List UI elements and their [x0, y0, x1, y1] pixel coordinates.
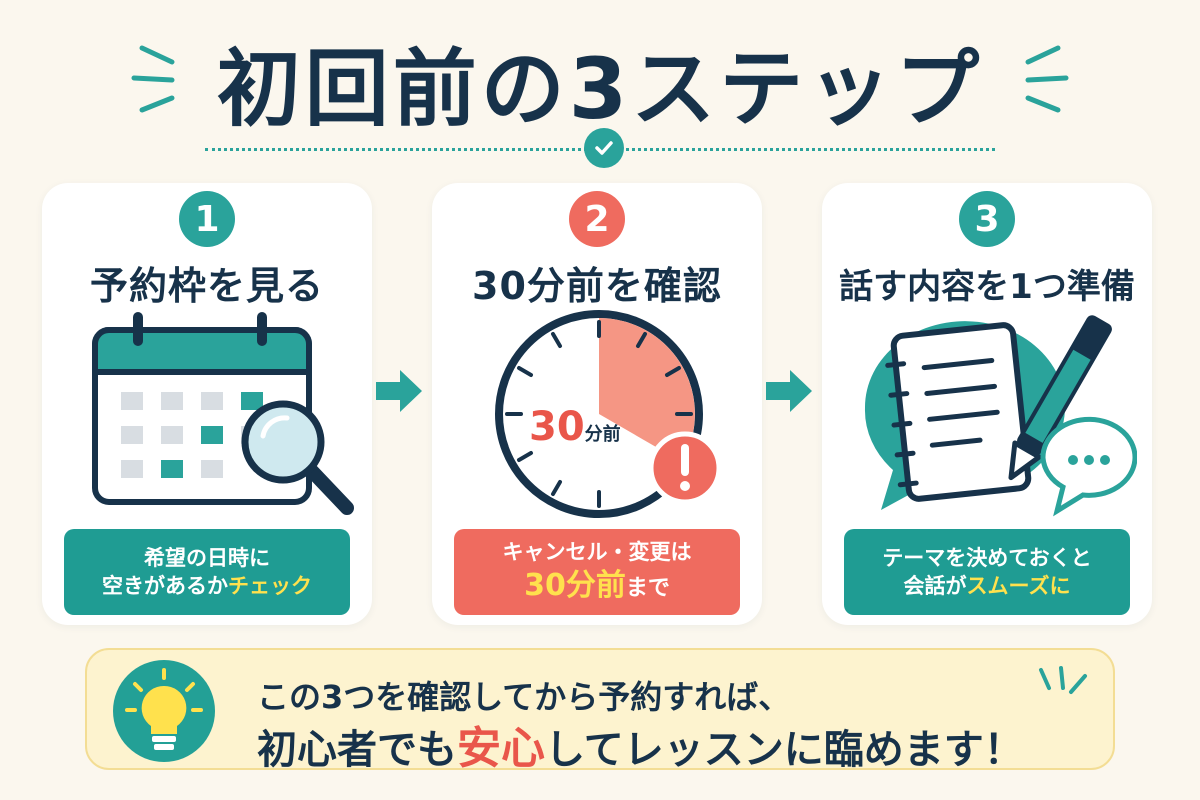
- banner-text: 会話が: [903, 574, 967, 598]
- step-number-badge: 1: [179, 191, 235, 247]
- banner-line: キャンセル・変更は: [502, 539, 692, 564]
- step-title: 話す内容を1つ準備: [839, 267, 1135, 307]
- step-card-1: 1 予約枠を見る 希望の日時に 空きがあるかチェック: [42, 183, 372, 625]
- clock-alert-illustration: 30分前: [447, 308, 747, 533]
- tip-box: この3つを確認してから予約すれば、 初心者でも安心してレッスンに臨めます！: [85, 648, 1115, 774]
- sparkle-right-icon: [1025, 45, 1069, 113]
- lightbulb-icon-background: [113, 660, 215, 762]
- clock-label: 30分前: [529, 404, 621, 450]
- banner-line: 会話がスムーズに: [904, 572, 1071, 600]
- step-card-3: 3 話す内容を1つ準備 テーマを決めておくと 会話がスムーズに: [822, 183, 1152, 625]
- banner-highlight: 30分前: [524, 567, 626, 603]
- page-title: 初回前の3ステップ: [216, 40, 984, 138]
- step-2-banner: キャンセル・変更は 30分前まで: [454, 529, 740, 615]
- step-card-2: 2 30分前を確認 30分前 キャンセル: [432, 183, 762, 625]
- tip-text: してレッスンに臨めます！: [545, 727, 1024, 773]
- notebook-pen-icon: [864, 315, 1137, 517]
- step-1-banner: 希望の日時に 空きがあるかチェック: [64, 529, 350, 615]
- banner-text: まで: [625, 575, 670, 601]
- banner-text: 空きがあるか: [102, 574, 228, 598]
- tip-line-1: この3つを確認してから予約すれば、: [257, 678, 791, 716]
- step-number-badge: 2: [569, 191, 625, 247]
- banner-line: 希望の日時に: [144, 545, 270, 570]
- sparkle-left-icon: [131, 45, 175, 113]
- tip-line-2: 初心者でも安心してレッスンに臨めます！: [257, 712, 1024, 776]
- arrow-right-icon: [376, 370, 422, 412]
- banner-line: テーマを決めておくと: [882, 545, 1092, 570]
- banner-line: 空きがあるかチェック: [102, 572, 312, 600]
- check-icon: [584, 128, 624, 168]
- sparkle-icon: [1039, 666, 1087, 694]
- clock-alert-icon: [495, 310, 722, 518]
- lightbulb-icon: [125, 668, 203, 750]
- step-3-banner: テーマを決めておくと 会話がスムーズに: [844, 529, 1130, 615]
- calendar-magnifier-icon: [92, 312, 354, 515]
- step-number-badge: 3: [959, 191, 1015, 247]
- banner-highlight: スムーズに: [966, 574, 1071, 598]
- step-title: 30分前を確認: [472, 264, 722, 308]
- banner-highlight: チェック: [228, 574, 312, 598]
- clock-label-number: 30: [529, 404, 585, 450]
- step-title: 予約枠を見る: [89, 264, 324, 308]
- clock-label-unit: 分前: [584, 424, 621, 445]
- banner-line: 30分前まで: [524, 566, 670, 607]
- tip-highlight: 安心: [457, 723, 545, 774]
- tip-text: 初心者でも: [257, 727, 457, 773]
- arrow-right-icon: [766, 370, 812, 412]
